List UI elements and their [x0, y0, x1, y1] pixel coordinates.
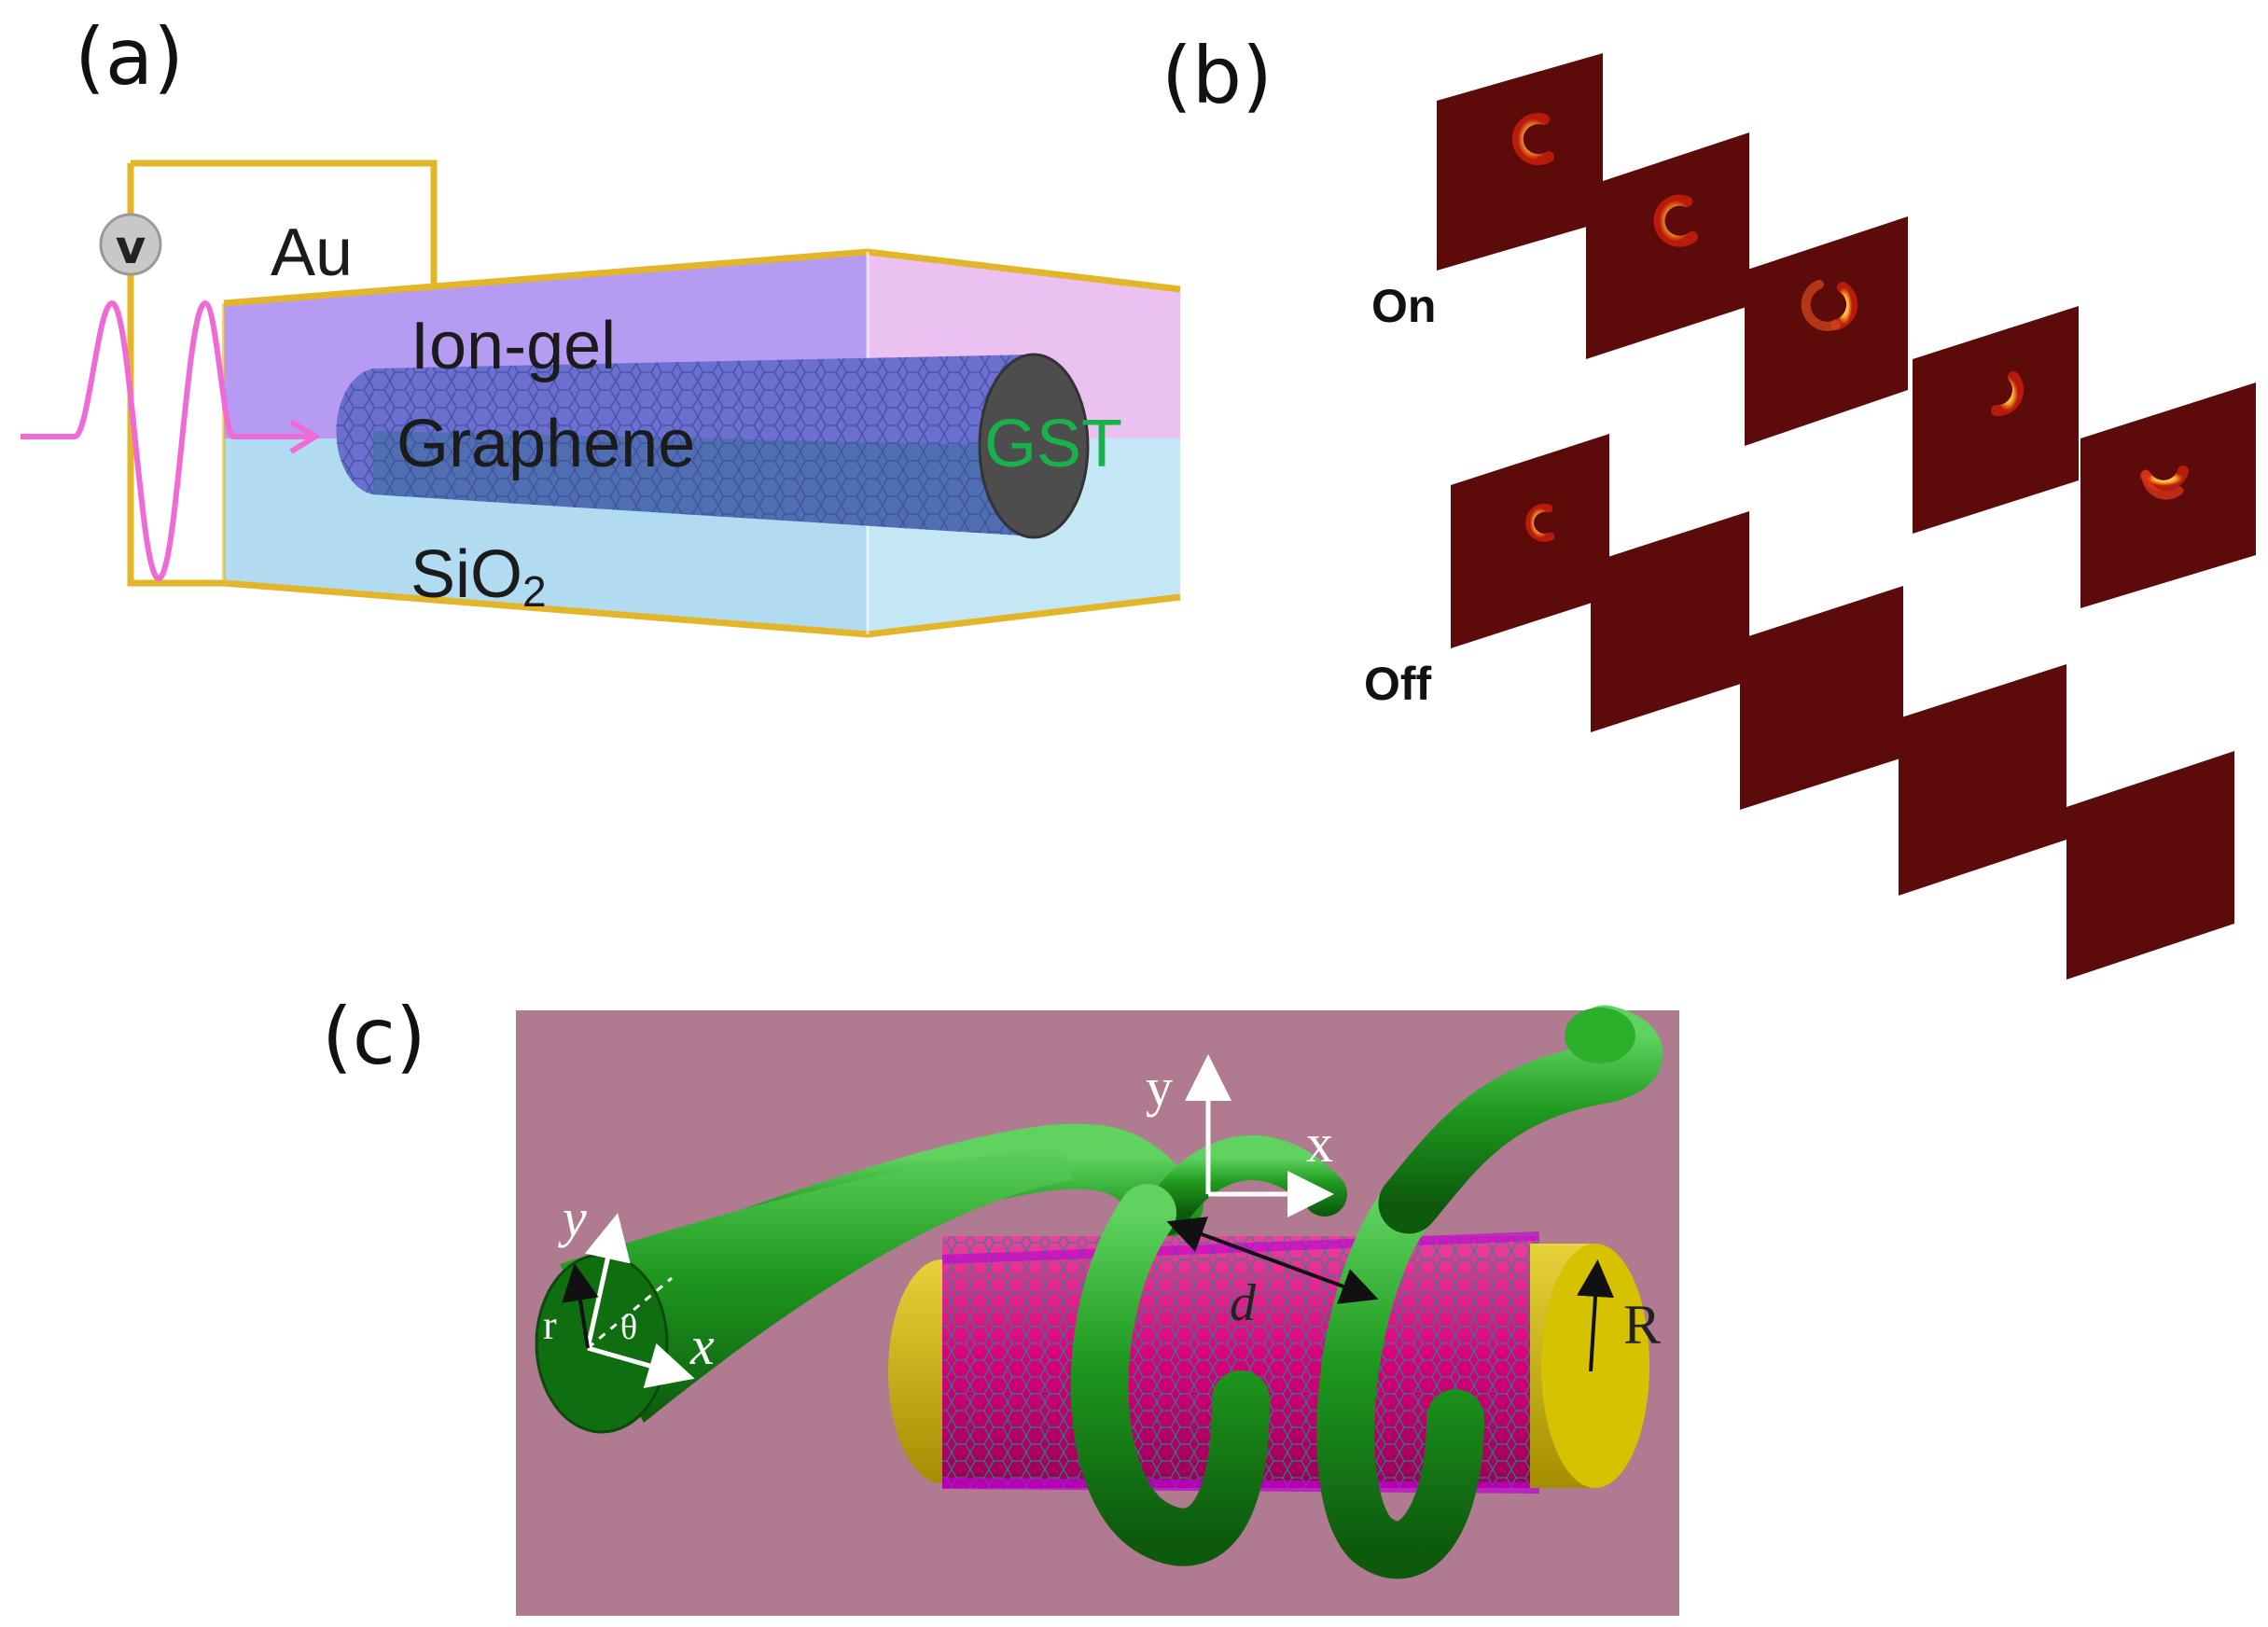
on-row	[1437, 53, 2256, 608]
voltage-label: v	[116, 220, 146, 274]
axis-x-top: x	[1306, 1113, 1333, 1174]
on-frame	[1586, 132, 1749, 359]
panel-b: (b) On Off	[1162, 30, 2256, 980]
radius-R-label: R	[1623, 1294, 1661, 1356]
axis-y-top: y	[1146, 1057, 1173, 1118]
gold-wire	[127, 160, 438, 587]
fiber-core	[888, 1231, 1649, 1494]
sio2-label: SiO2	[410, 537, 547, 616]
pitch-d: d	[1166, 1217, 1379, 1332]
off-frame	[1740, 586, 1903, 810]
off-frame	[1899, 664, 2066, 896]
off-row	[1451, 434, 2234, 980]
gst-core	[978, 353, 1090, 539]
panel-b-label: (b)	[1162, 30, 1273, 121]
on-frame	[1745, 216, 1908, 446]
axis-y-input: y	[558, 1188, 587, 1248]
voltage-source: v	[99, 213, 162, 276]
off-label: Off	[1364, 658, 1432, 710]
off-frame	[1451, 434, 1609, 648]
graphene-label: Graphene	[397, 407, 695, 481]
axis-x-input: x	[689, 1315, 715, 1376]
axes-top: y x	[1146, 1054, 1334, 1217]
radius-R: R	[1577, 1259, 1661, 1372]
pitch-d-label: d	[1230, 1274, 1257, 1332]
off-frame	[2066, 751, 2234, 980]
ion-gel-label: Ion-gel	[410, 309, 616, 383]
theta-label: θ	[620, 1308, 637, 1347]
gst-label: GST	[984, 407, 1122, 481]
radius-r-label: r	[543, 1302, 557, 1348]
input-pulse-icon	[21, 299, 308, 582]
end-cap-right	[1541, 1244, 1649, 1488]
graphene-tube	[336, 355, 1036, 536]
vortex-ring	[1511, 113, 2189, 500]
panel-c: (c)	[322, 991, 1679, 1616]
on-label: On	[1371, 280, 1436, 332]
off-frame	[1591, 511, 1749, 732]
on-frame	[1437, 53, 1603, 271]
au-label: Au	[271, 216, 353, 290]
axes-input: y x r θ	[543, 1188, 715, 1389]
vortex-ring	[1525, 503, 1555, 542]
panel-a: (a) v Au Ion-gel Graphene GST S	[21, 11, 1181, 638]
panel-a-label: (a)	[75, 11, 184, 103]
on-frame	[1913, 306, 2079, 534]
panel-c-label: (c)	[322, 991, 426, 1082]
